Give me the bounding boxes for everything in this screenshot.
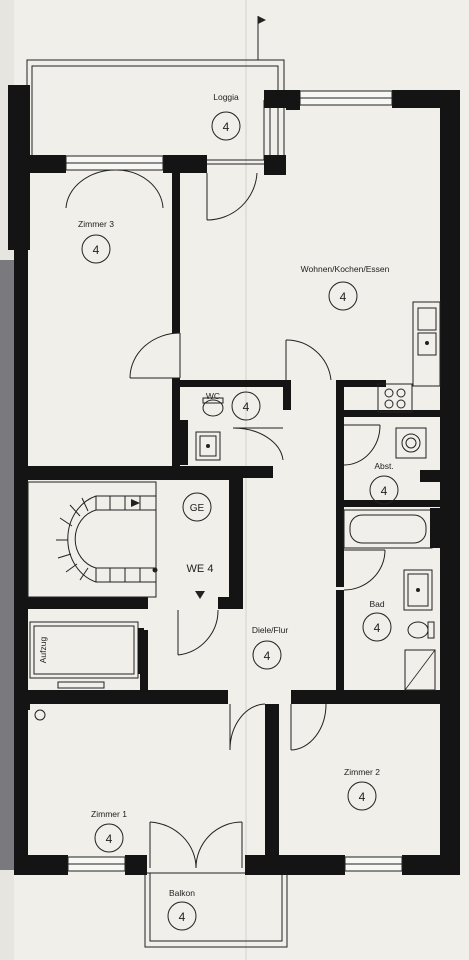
room-label-diele: Diele/Flur 4 xyxy=(252,625,289,670)
interior-walls xyxy=(28,90,440,856)
windows xyxy=(65,90,403,872)
balkon-outline xyxy=(144,872,288,948)
room-number-abst: 4 xyxy=(381,484,388,498)
unit-label: WE 4 xyxy=(187,563,214,575)
room-name-zimmer2: Zimmer 2 xyxy=(344,767,380,777)
room-number-wohnen: 4 xyxy=(340,290,347,304)
entrance-arrow-icon xyxy=(195,591,205,599)
column-marker-icon xyxy=(34,709,46,721)
room-label-bad: Bad 4 xyxy=(362,599,392,642)
room-label-balkon: Balkon 4 xyxy=(167,888,197,931)
room-number-bad: 4 xyxy=(374,621,381,635)
room-name-wc: WC xyxy=(206,391,220,401)
room-number-zimmer3: 4 xyxy=(93,243,100,257)
room-label-zimmer1: Zimmer 1 4 xyxy=(91,809,127,853)
washing-machine-icon xyxy=(395,427,427,459)
room-label-zimmer2: Zimmer 2 4 xyxy=(344,767,380,811)
ge-marker: GE xyxy=(182,492,212,522)
room-number-balkon: 4 xyxy=(179,910,186,924)
room-number-zimmer2: 4 xyxy=(359,790,366,804)
room-number-wc: 4 xyxy=(243,400,250,414)
room-name-zimmer3: Zimmer 3 xyxy=(78,219,114,229)
room-name-zimmer1: Zimmer 1 xyxy=(91,809,127,819)
doors xyxy=(65,169,386,869)
exterior-walls xyxy=(8,85,460,875)
kitchen-fixtures xyxy=(377,301,441,413)
room-name-wohnen: Wohnen/Kochen/Essen xyxy=(301,264,390,274)
north-arrow-icon xyxy=(257,16,266,60)
room-label-loggia: Loggia 4 xyxy=(211,92,241,141)
room-name-loggia: Loggia xyxy=(213,92,239,102)
elevator-label: Aufzug xyxy=(38,636,48,663)
room-label-abst: Abst. 4 xyxy=(369,461,399,505)
elevator xyxy=(29,621,144,689)
room-name-bad: Bad xyxy=(369,599,384,609)
staircase xyxy=(27,481,158,598)
wc-fixtures xyxy=(195,397,224,461)
room-label-wohnen: Wohnen/Kochen/Essen 4 xyxy=(301,264,390,311)
room-label-wc: WC 4 xyxy=(206,391,261,421)
room-number-loggia: 4 xyxy=(223,120,230,134)
room-name-balkon: Balkon xyxy=(169,888,195,898)
room-label-zimmer3: Zimmer 3 4 xyxy=(78,219,114,264)
left-shadow xyxy=(0,260,16,870)
ge-label: GE xyxy=(190,503,205,514)
room-name-abst: Abst. xyxy=(374,461,393,471)
room-name-diele: Diele/Flur xyxy=(252,625,289,635)
room-number-diele: 4 xyxy=(264,649,271,663)
room-number-zimmer1: 4 xyxy=(106,832,113,846)
bath-fixtures xyxy=(343,508,440,691)
